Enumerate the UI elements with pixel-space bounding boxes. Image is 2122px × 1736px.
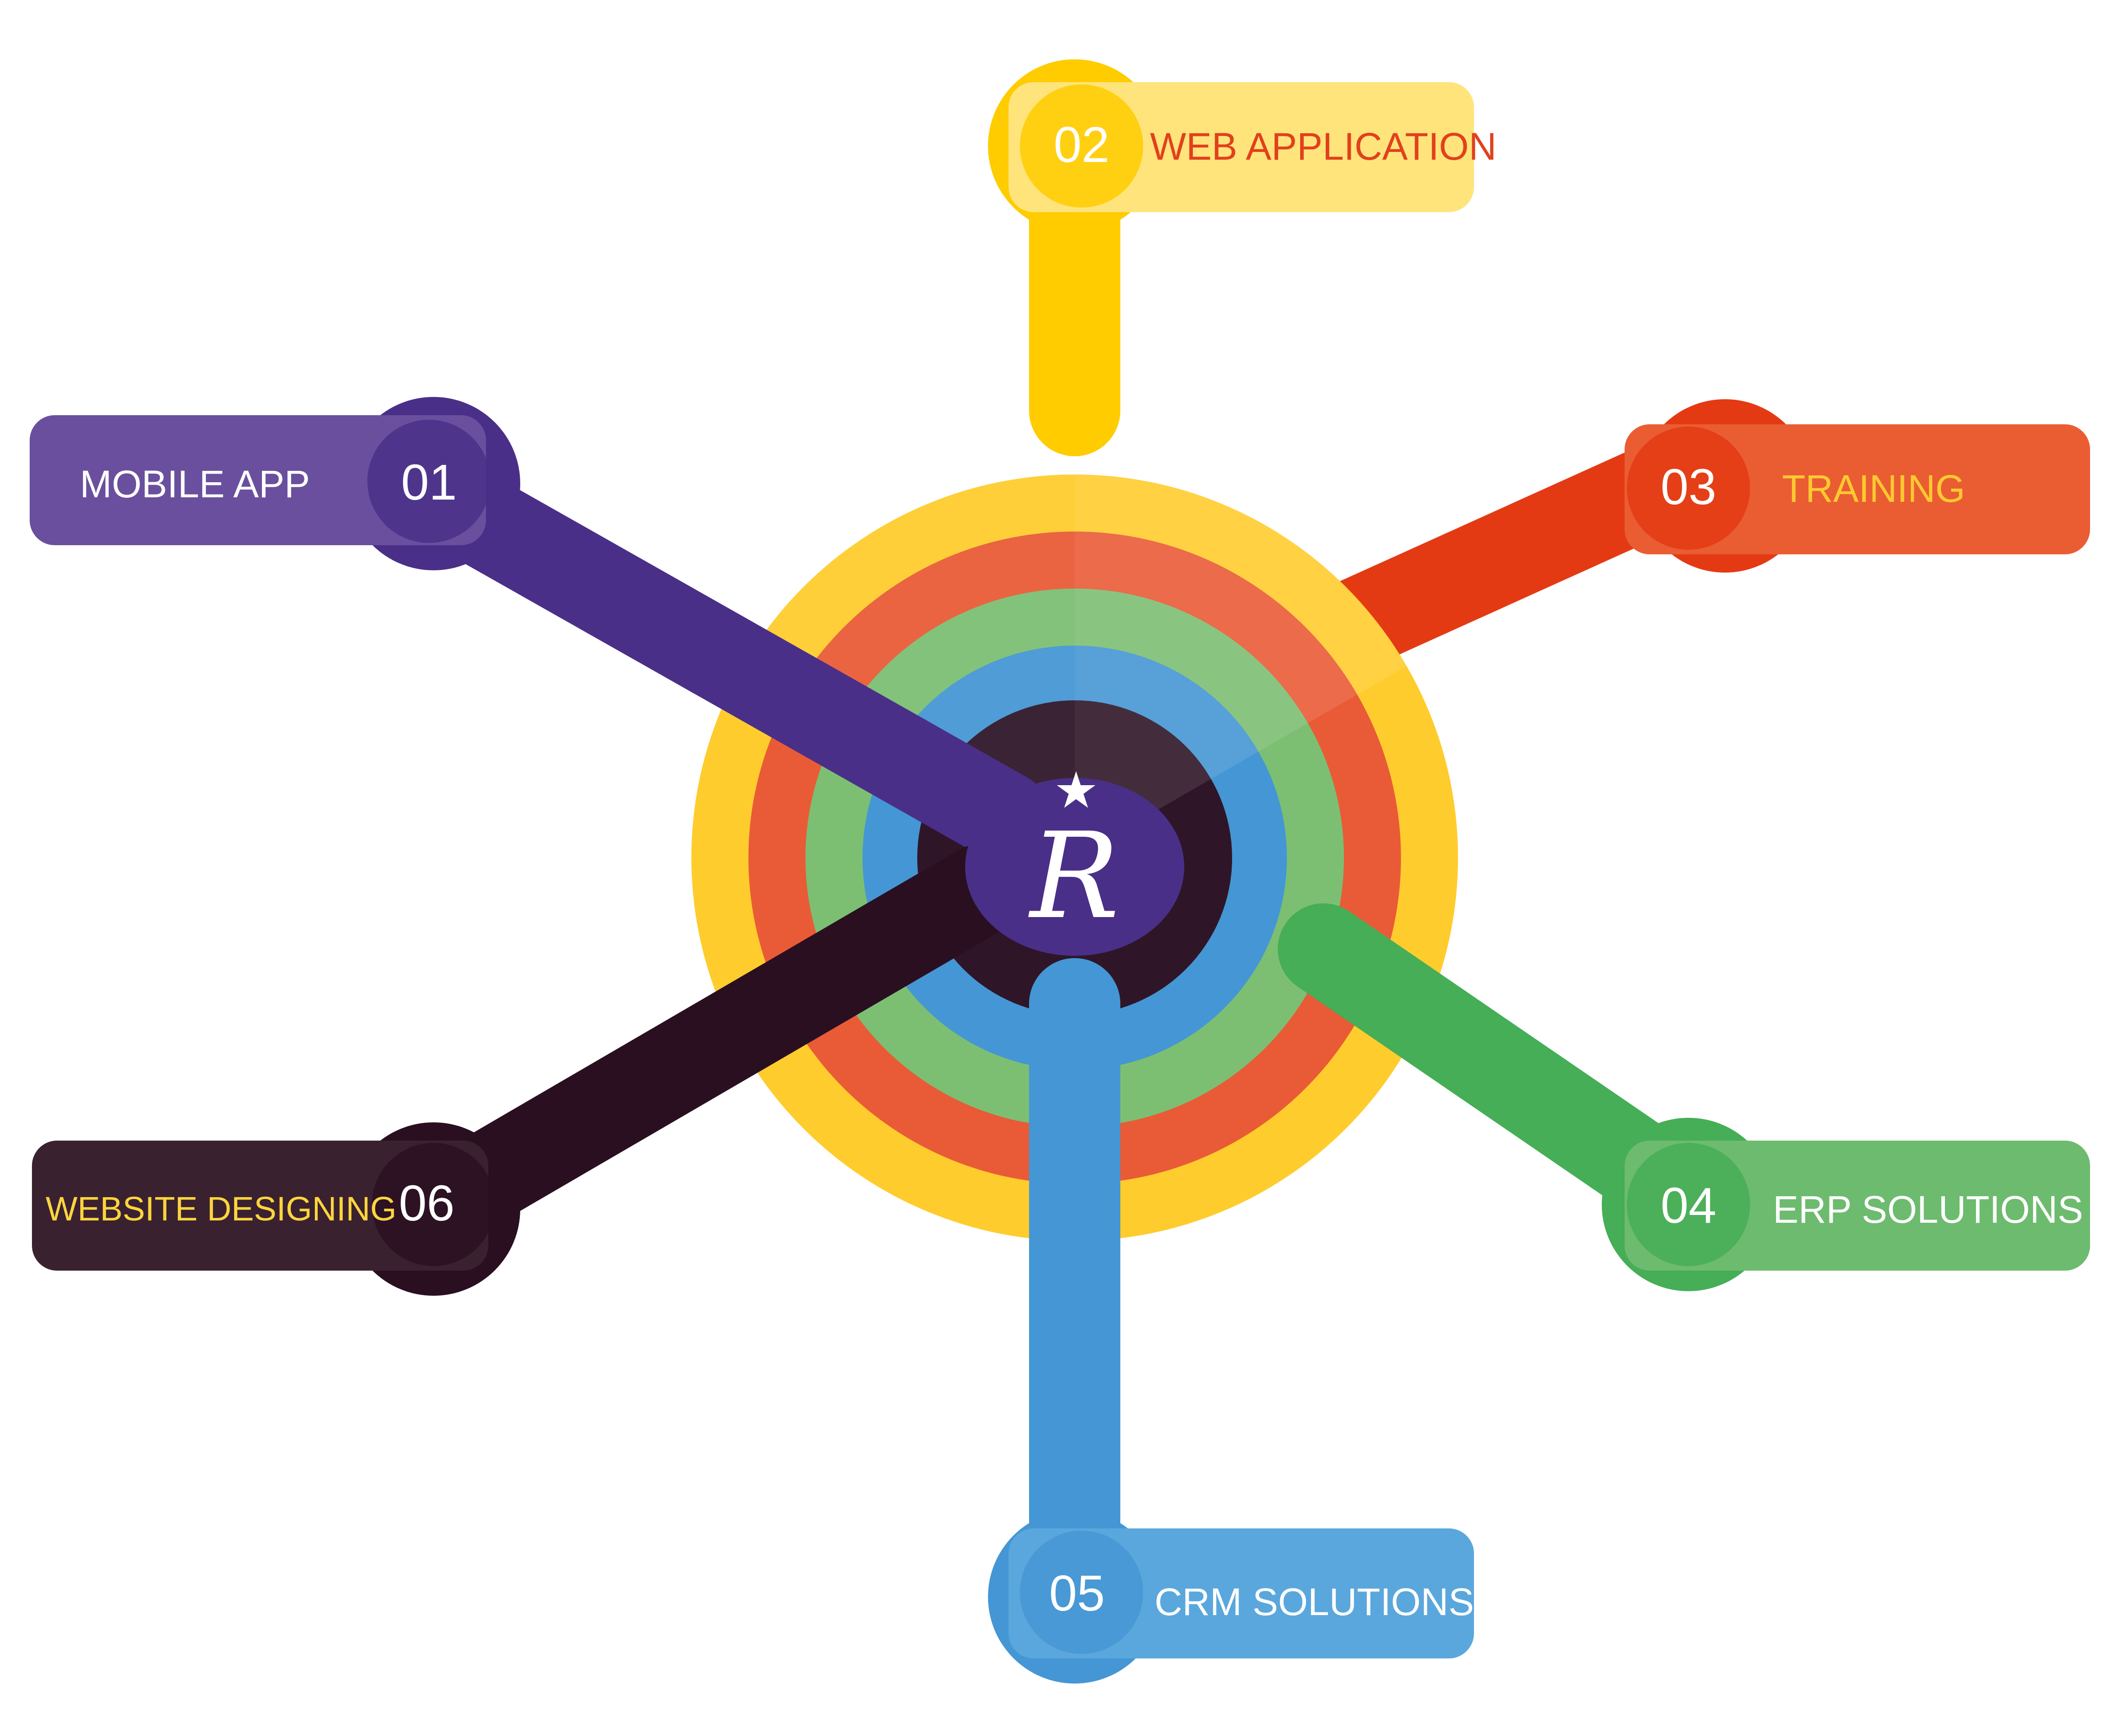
ring-highlight-top-right bbox=[1075, 474, 1406, 858]
number-03: 03 bbox=[1661, 459, 1716, 515]
label-web-application: WEB APPLICATION bbox=[1150, 125, 1496, 168]
number-badges bbox=[367, 84, 1750, 1654]
pill-01[interactable] bbox=[30, 415, 486, 545]
star-icon: ★ bbox=[1054, 762, 1099, 818]
label-crm-solutions: CRM SOLUTIONS bbox=[1155, 1580, 1474, 1623]
center-hub: ★ R bbox=[965, 762, 1184, 956]
number-01: 01 bbox=[401, 454, 457, 511]
number-labels: 01 02 03 04 05 06 bbox=[399, 117, 1716, 1621]
spoke-shafts-front bbox=[411, 461, 1702, 1569]
badge-06 bbox=[372, 1143, 495, 1266]
service-labels: MOBILE APP WEB APPLICATION TRAINING ERP … bbox=[46, 125, 2083, 1623]
hub-ellipse bbox=[965, 778, 1184, 956]
badge-02 bbox=[1020, 84, 1143, 208]
spoke-shaft-04 bbox=[1278, 903, 1702, 1223]
label-website-designing: WEBSITE DESIGNING bbox=[46, 1190, 397, 1228]
badge-05 bbox=[1020, 1531, 1143, 1654]
badge-04 bbox=[1627, 1143, 1750, 1266]
number-05: 05 bbox=[1049, 1565, 1105, 1621]
number-02: 02 bbox=[1054, 117, 1109, 173]
number-04: 04 bbox=[1661, 1178, 1716, 1234]
badge-03 bbox=[1627, 427, 1750, 550]
label-training: TRAINING bbox=[1782, 467, 1965, 510]
label-mobile-app: MOBILE APP bbox=[80, 463, 310, 506]
logo-letter: R bbox=[1028, 808, 1119, 945]
spoke-shaft-06 bbox=[411, 844, 1027, 1241]
pill-06[interactable] bbox=[32, 1141, 488, 1271]
label-erp-solutions: ERP SOLUTIONS bbox=[1773, 1188, 2083, 1231]
spoke-shaft-01 bbox=[411, 461, 1050, 862]
spoke-shaft-03 bbox=[1278, 443, 1702, 684]
badge-01 bbox=[367, 420, 491, 543]
number-06: 06 bbox=[399, 1175, 455, 1231]
